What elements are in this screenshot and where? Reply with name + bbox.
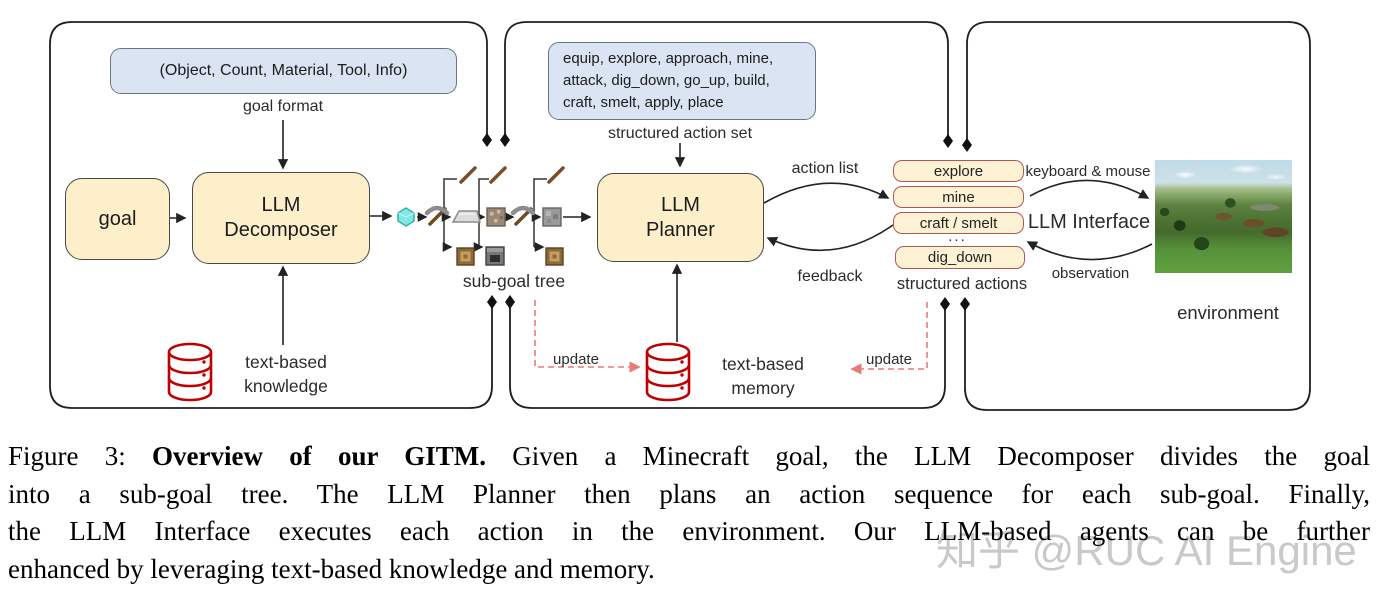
- goal-format-label: goal format: [242, 98, 324, 115]
- action-pill-craft-smelt: craft / smelt: [893, 212, 1024, 234]
- stone-pickaxe-icon: [510, 205, 536, 226]
- observation-label: observation: [1051, 265, 1130, 282]
- loop-arrows: [763, 179, 1153, 261]
- caption-line-1: Figure 3: Overview of our GITM. Given a …: [8, 441, 1370, 471]
- planner-panel-outline-top: [504, 21, 949, 141]
- action-pill-explore: explore: [893, 160, 1024, 182]
- caption-line-2: into a sub-goal tree. The LLM Planner th…: [8, 478, 1370, 509]
- llm-decomposer-box: LLM Decomposer: [192, 172, 370, 264]
- zhihu-watermark: 知乎 @RUC AI Engine: [936, 527, 1357, 574]
- decomposer-panel-outline: [49, 21, 493, 409]
- action-pill-dig-down: dig_down: [895, 246, 1025, 269]
- observation-arc: [1026, 241, 1153, 261]
- environment-label: environment: [1177, 302, 1279, 323]
- caption-bold-title: Overview of our GITM.: [152, 441, 486, 471]
- llm-decomposer-line1: LLM: [261, 194, 301, 216]
- structured-action-set-label: structured action set: [607, 125, 753, 142]
- caption-line-3: the LLM Interface executes each action i…: [8, 516, 1370, 546]
- panel-outlines: [49, 21, 1311, 411]
- iron-ore-icon: [486, 207, 506, 227]
- memory-database-icon: [645, 342, 691, 402]
- stick-icon: [459, 166, 565, 184]
- llm-planner-box: LLM Planner: [597, 173, 764, 262]
- text-based-memory-label: text-based memory: [722, 354, 804, 398]
- action-pill-mine: mine: [893, 186, 1024, 208]
- llm-decomposer-line2: Decomposer: [224, 219, 338, 241]
- subgoal-tree-icons: [397, 166, 565, 266]
- interface-panel-outline: [964, 21, 1311, 411]
- caption-line-4: enhanced by leveraging text-based knowle…: [8, 553, 655, 584]
- diamond-gem-icon: [397, 207, 415, 227]
- llm-planner-line1: LLM: [661, 193, 700, 216]
- action-list-arc: [763, 182, 890, 204]
- update-right-label: update: [866, 351, 912, 368]
- text-based-knowledge-label: text-based knowledge: [244, 352, 328, 396]
- update-left-arrow: [534, 300, 641, 373]
- llm-interface-label: LLM Interface: [1027, 211, 1151, 233]
- subgoal-tree-edges: [417, 178, 547, 252]
- update-right-arrow: [850, 302, 928, 375]
- goal-format-box: (Object, Count, Material, Tool, Info): [110, 48, 457, 94]
- subgoal-tree-label: sub-goal tree: [462, 271, 566, 291]
- iron-ingot-icon: [451, 210, 481, 223]
- connector-diamond-endpoints: [482, 133, 972, 311]
- environment-image: [1155, 160, 1292, 273]
- action-list-label: action list: [791, 160, 859, 177]
- figure-caption: Figure 3: Overview of our GITM. Given a …: [8, 438, 1370, 588]
- keyboard-mouse-arc: [1029, 179, 1150, 199]
- goal-box: goal: [65, 178, 170, 260]
- cobblestone-icon: [542, 207, 562, 227]
- structured-actions-label: structured actions: [896, 275, 1028, 293]
- flow-arrows: [168, 120, 686, 345]
- diagram-canvas: [49, 21, 1311, 411]
- furnace-icon: [485, 246, 505, 266]
- feedback-label: feedback: [797, 268, 863, 285]
- structured-action-set-box: equip, explore, approach, mine, attack, …: [548, 42, 816, 120]
- feedback-arc: [766, 224, 894, 252]
- action-ellipsis: ...: [948, 228, 967, 245]
- llm-planner-line2: Planner: [646, 218, 715, 241]
- knowledge-database-icon: [167, 342, 213, 402]
- oak-log-icon: [456, 247, 564, 266]
- update-arrows: [534, 300, 928, 375]
- iron-pickaxe-icon: [424, 205, 450, 226]
- keyboard-mouse-label: keyboard & mouse: [1025, 163, 1151, 180]
- planner-panel-outline-bottom: [509, 302, 946, 409]
- update-left-label: update: [553, 351, 599, 368]
